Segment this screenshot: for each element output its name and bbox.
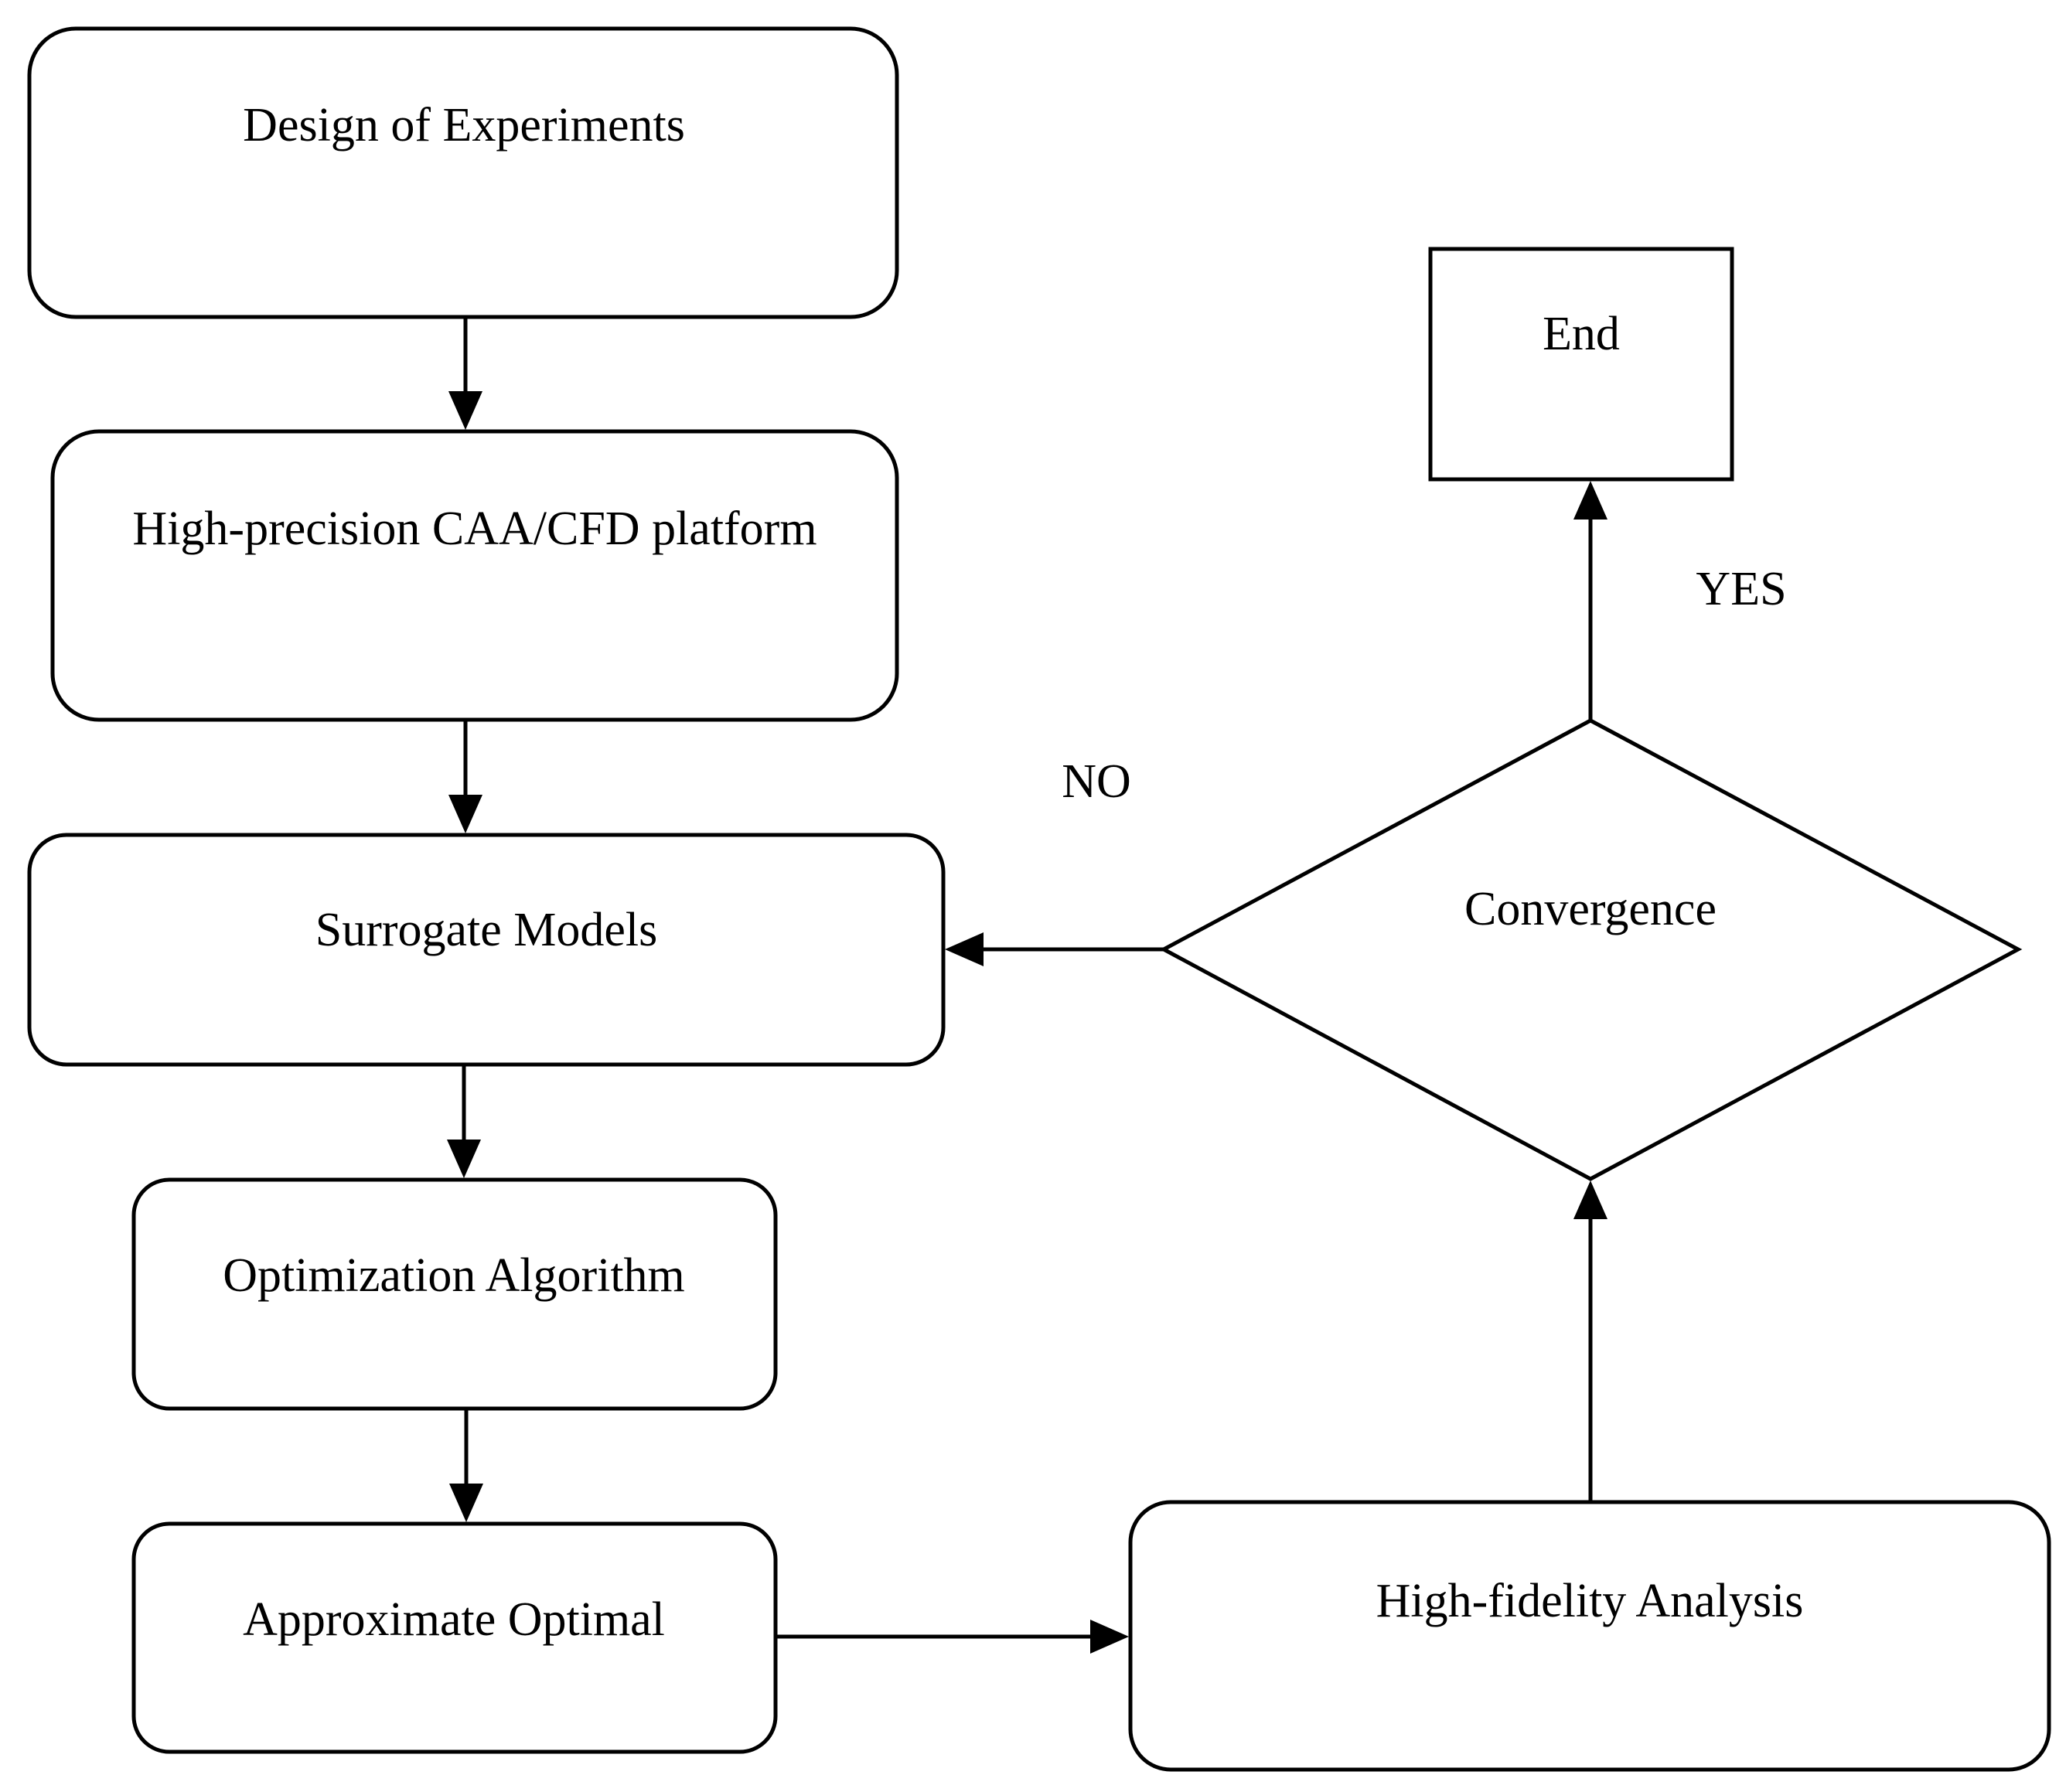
node-convergence-decision: Convergence [1159, 718, 2023, 1181]
node-approximate-optimal: Approximate Optimal [131, 1521, 778, 1754]
node-optimization-algorithm-box [131, 1177, 778, 1411]
node-design-of-experiments: Design of Experiments [27, 26, 899, 319]
arrowhead-icon [1573, 481, 1607, 520]
node-design-of-experiments-label: Design of Experiments [243, 99, 685, 152]
arrowhead-icon [1090, 1620, 1129, 1654]
edge-doe-to-platform [448, 317, 482, 430]
node-optimization-algorithm: Optimization Algorithm [131, 1177, 778, 1411]
node-optimization-algorithm-label: Optimization Algorithm [223, 1249, 685, 1302]
edge-high-fidelity-to-convergence [1573, 1180, 1607, 1502]
edge-approximate-to-high-fidelity [776, 1620, 1129, 1654]
node-caa-cfd-platform-label: High-precision CAA/CFD platform [132, 503, 817, 555]
edge-convergence-to-surrogate [945, 932, 1164, 966]
node-end: End [1428, 247, 1734, 482]
node-caa-cfd-platform: High-precision CAA/CFD platform [50, 429, 899, 722]
edge-platform-to-surrogate [448, 720, 482, 833]
node-high-fidelity-analysis-box [1128, 1500, 2051, 1772]
node-end-label: End [1543, 308, 1620, 360]
node-convergence-diamond [1159, 718, 2023, 1181]
node-high-fidelity-analysis-label: High-fidelity Analysis [1376, 1575, 1804, 1627]
node-surrogate-models-label: Surrogate Models [315, 904, 658, 956]
node-caa-cfd-platform-box [50, 429, 899, 722]
arrowhead-icon [447, 1140, 481, 1178]
node-convergence-label: Convergence [1464, 883, 1717, 935]
node-surrogate-models-box [27, 833, 946, 1067]
edge-convergence-to-end [1573, 481, 1607, 721]
arrowhead-icon [945, 932, 984, 966]
node-approximate-optimal-label: Approximate Optimal [243, 1593, 665, 1646]
edge-label-no: NO [1062, 755, 1131, 808]
edge-optimization-to-approximate [449, 1409, 483, 1522]
arrowhead-icon [448, 795, 482, 833]
arrowhead-icon [1573, 1180, 1607, 1219]
node-high-fidelity-analysis: High-fidelity Analysis [1128, 1500, 2051, 1772]
node-design-of-experiments-box [27, 26, 899, 319]
node-surrogate-models: Surrogate Models [27, 833, 946, 1067]
edge-label-yes: YES [1696, 563, 1786, 615]
edge-surrogate-to-optimization [447, 1065, 481, 1178]
arrowhead-icon [449, 1484, 483, 1522]
arrowhead-icon [448, 391, 482, 430]
node-end-box [1428, 247, 1734, 482]
